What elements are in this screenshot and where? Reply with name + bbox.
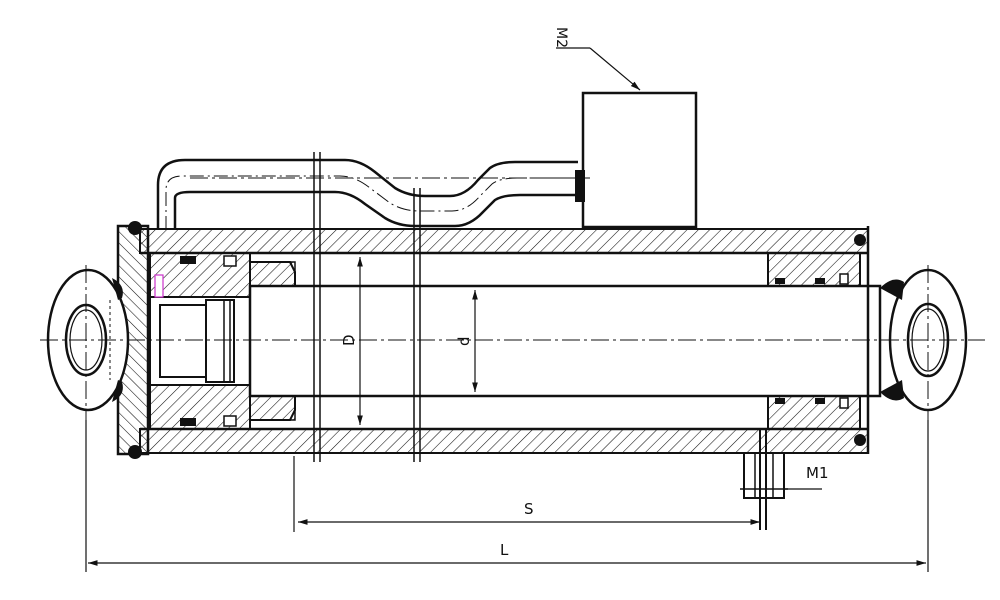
length-label: L <box>500 541 509 559</box>
piston-rod <box>248 261 882 421</box>
cylinder-barrel <box>139 228 869 454</box>
rod-gland <box>767 226 870 454</box>
dimension-lines <box>85 47 929 572</box>
bottom-port-fitting <box>740 430 822 530</box>
piston <box>149 252 251 430</box>
bore-diameter-label: D <box>340 334 358 346</box>
port-label-m2: M2 <box>553 27 569 48</box>
stroke-label: S <box>524 500 534 518</box>
port-label-m1: M1 <box>806 464 829 482</box>
break-lines <box>313 152 421 462</box>
rod-diameter-label: d <box>455 336 473 346</box>
centerlines <box>40 177 985 420</box>
port-block <box>575 91 698 229</box>
oil-pipe <box>156 158 590 230</box>
